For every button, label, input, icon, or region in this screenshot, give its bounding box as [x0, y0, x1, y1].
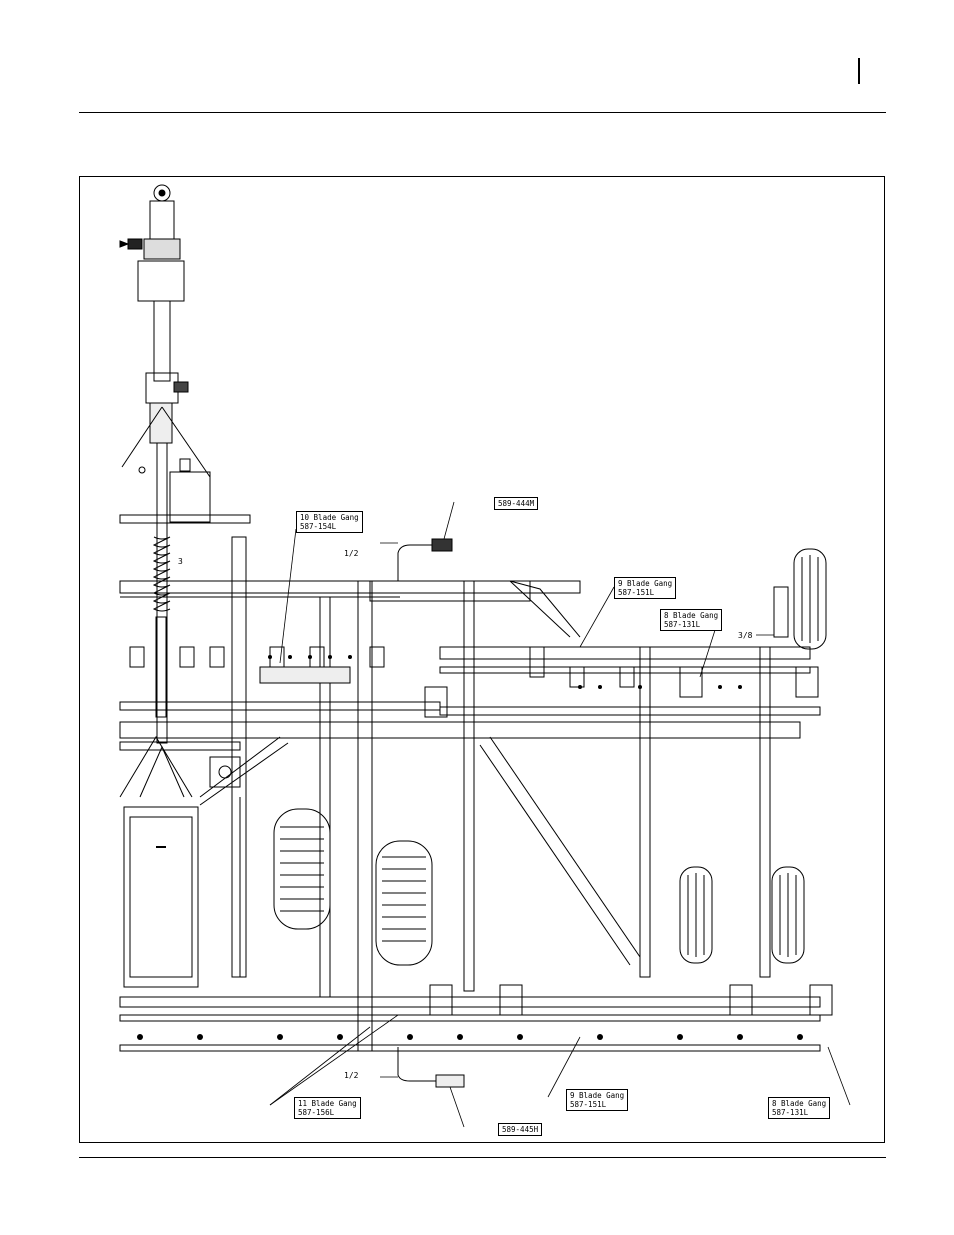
- top-blade-gangs: [120, 647, 820, 717]
- dimension-half-bottom: 1/2: [344, 1071, 358, 1080]
- callout-8-blade-gang-bottom: 8 Blade Gang 587-131L: [768, 1097, 830, 1119]
- callout-9-blade-gang-bottom: 9 Blade Gang 587-151L: [566, 1089, 628, 1111]
- hydraulic-hoses: [398, 539, 464, 1087]
- page-number-marker: [858, 58, 860, 84]
- figure-frame: 589-444M 10 Blade Gang 587-154L 9 Blade …: [79, 176, 885, 1143]
- callout-9-blade-gang-top: 9 Blade Gang 587-151L: [614, 577, 676, 599]
- leader-lines: [270, 502, 850, 1127]
- header-rule: [79, 112, 886, 113]
- spring-column: [154, 537, 170, 717]
- callout-11-blade-gang: 11 Blade Gang 587-156L: [294, 1097, 361, 1119]
- callout-589-445h: 589-445H: [498, 1123, 542, 1136]
- dimension-half-top: 1/2: [344, 549, 358, 558]
- footer-rule: [79, 1157, 886, 1158]
- dimension-three: 3: [178, 557, 183, 566]
- upper-right-wheel: [774, 549, 826, 649]
- machine-drawing: [80, 177, 885, 1143]
- callout-8-blade-gang-top: 8 Blade Gang 587-131L: [660, 609, 722, 631]
- callout-589-444m: 589-444M: [494, 497, 538, 510]
- dimension-three-eighths: 3/8: [738, 631, 752, 640]
- hitch-assembly: [120, 185, 210, 743]
- bottom-blade-gangs: [120, 985, 832, 1051]
- callout-10-blade-gang: 10 Blade Gang 587-154L: [296, 511, 363, 533]
